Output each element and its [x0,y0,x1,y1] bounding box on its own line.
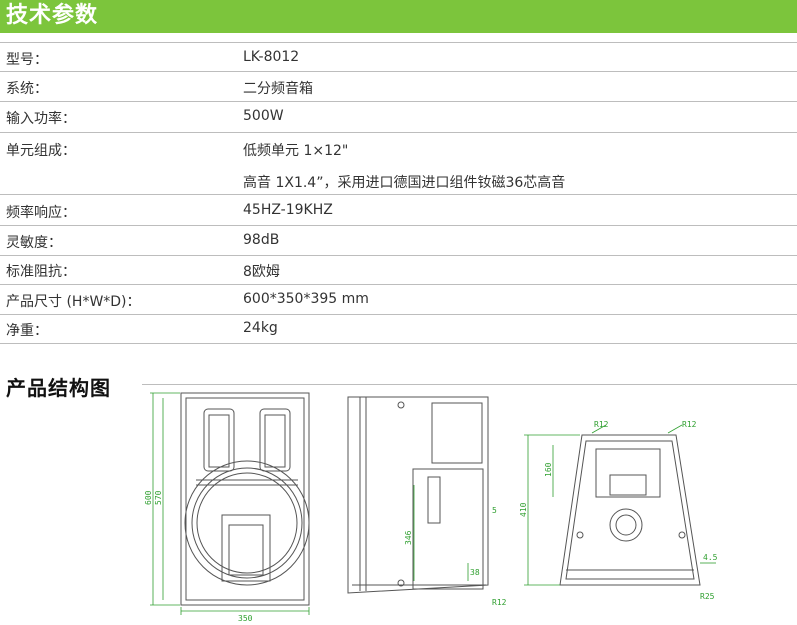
spec-value: 二分频音箱 [243,81,313,97]
spec-label: 标准阻抗： [6,264,76,280]
section-divider [142,384,797,385]
spec-label: 净重： [6,323,48,339]
front-view-drawing [180,392,310,606]
row-divider [0,132,797,133]
spec-value: 45HZ-19KHZ [243,202,333,218]
row-divider [0,255,797,256]
spec-label: 系统： [6,81,48,97]
dim-front-width: 350 [238,614,253,623]
row-divider [0,71,797,72]
spec-value: 低频单元 1×12" [243,143,349,159]
spec-label: 单元组成： [6,143,76,159]
dim-side-r12: R12 [492,598,507,607]
dim-top-r12-right: R12 [682,420,697,429]
row-divider [0,42,797,43]
side-view-drawing [347,396,489,594]
row-divider [0,225,797,226]
row-divider [0,194,797,195]
spec-label: 产品尺寸 (H*W*D)： [6,294,141,310]
row-divider [0,314,797,315]
dim-top-410: 410 [519,502,528,517]
dim-front-height-outer: 600 [144,490,153,505]
spec-value: 600*350*395 mm [243,291,369,307]
top-view-drawing [559,434,701,586]
spec-label: 型号： [6,52,48,68]
section-header-specs: 技术参数 [0,0,797,33]
row-divider [0,101,797,102]
section-title-specs: 技术参数 [6,3,99,28]
spec-value: 500W [243,108,284,124]
dim-top-4-5: 4.5 [703,553,718,562]
row-divider [0,284,797,285]
dim-side-5: 5 [492,506,497,515]
spec-value: 24kg [243,320,278,336]
dim-top-r25: R25 [700,592,715,601]
spec-label: 灵敏度： [6,235,62,251]
structure-drawings: 600 570 350 346 38 R12 5 [144,392,718,623]
dim-front-height-inner: 570 [154,490,163,505]
dim-top-160: 160 [544,462,553,477]
spec-value: 98dB [243,232,280,248]
dim-top-r12-left: R12 [594,420,609,429]
dim-side-38: 38 [470,568,480,577]
section-title-structure: 产品结构图 [6,376,111,400]
spec-value: 8欧姆 [243,264,280,280]
spec-label: 输入功率： [6,111,76,127]
spec-value: LK-8012 [243,49,300,65]
spec-value: 高音 1X1.4”，采用进口德国进口组件钕磁36芯高音 [243,175,566,191]
spec-label: 频率响应： [6,205,76,221]
dim-side-346: 346 [404,530,413,545]
row-divider [0,343,797,344]
